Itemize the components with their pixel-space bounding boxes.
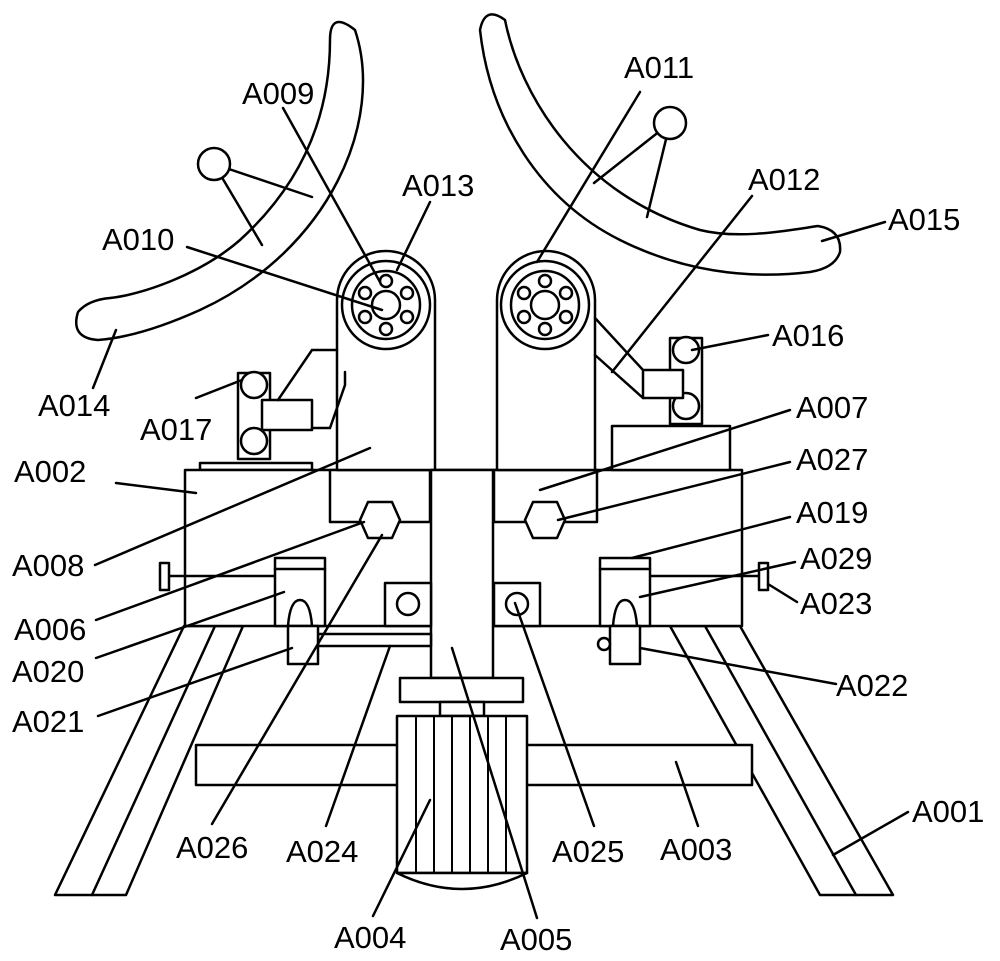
label-a007: A007 bbox=[796, 390, 868, 425]
central-shaft bbox=[429, 468, 495, 680]
label-a009: A009 bbox=[242, 76, 314, 111]
left-swing-arm bbox=[335, 249, 437, 472]
bearing-balls bbox=[357, 273, 415, 337]
label-a026: A026 bbox=[176, 830, 248, 865]
label-a004: A004 bbox=[334, 920, 406, 955]
right-swing-arm bbox=[495, 249, 597, 472]
label-a006: A006 bbox=[14, 612, 86, 647]
label-a003: A003 bbox=[660, 832, 732, 867]
label-a025: A025 bbox=[552, 834, 624, 869]
left-lower-slide bbox=[286, 624, 320, 666]
left-nut bbox=[358, 500, 402, 540]
bearing-balls bbox=[516, 273, 574, 337]
label-a021: A021 bbox=[12, 704, 84, 739]
label-a013: A013 bbox=[402, 168, 474, 203]
label-a027: A027 bbox=[796, 442, 868, 477]
right-lower-slide bbox=[596, 624, 642, 666]
right-handle bbox=[592, 105, 688, 219]
label-a008: A008 bbox=[12, 548, 84, 583]
label-a023: A023 bbox=[800, 586, 872, 621]
left-curved-jaw bbox=[75, 20, 365, 342]
label-a002: A002 bbox=[14, 454, 86, 489]
label-a024: A024 bbox=[286, 834, 358, 869]
right-clamp-slide bbox=[598, 556, 770, 628]
label-a019: A019 bbox=[796, 495, 868, 530]
label-a014: A014 bbox=[38, 388, 110, 423]
label-a010: A010 bbox=[102, 222, 174, 257]
guide-rail bbox=[316, 632, 433, 648]
label-a022: A022 bbox=[836, 668, 908, 703]
right-curved-jaw bbox=[478, 13, 842, 276]
label-a011: A011 bbox=[624, 50, 694, 85]
support-frame bbox=[53, 624, 895, 897]
label-a005: A005 bbox=[500, 922, 572, 957]
motor bbox=[395, 700, 529, 891]
bearing-blocks bbox=[383, 581, 542, 628]
label-a016: A016 bbox=[772, 318, 844, 353]
label-a017: A017 bbox=[140, 412, 212, 447]
left-roller-assembly bbox=[236, 348, 347, 461]
label-a012: A012 bbox=[748, 162, 820, 197]
leader-lines bbox=[91, 90, 910, 920]
label-a020: A020 bbox=[12, 654, 84, 689]
label-a015: A015 bbox=[888, 202, 960, 237]
right-roller-assembly bbox=[593, 316, 704, 426]
right-nut bbox=[523, 500, 567, 540]
left-handle bbox=[196, 146, 314, 247]
label-a001: A001 bbox=[912, 794, 984, 829]
label-a029: A029 bbox=[800, 541, 872, 576]
callout-labels: A009 A011 A013 A012 A010 A015 A016 A014 … bbox=[12, 50, 984, 957]
